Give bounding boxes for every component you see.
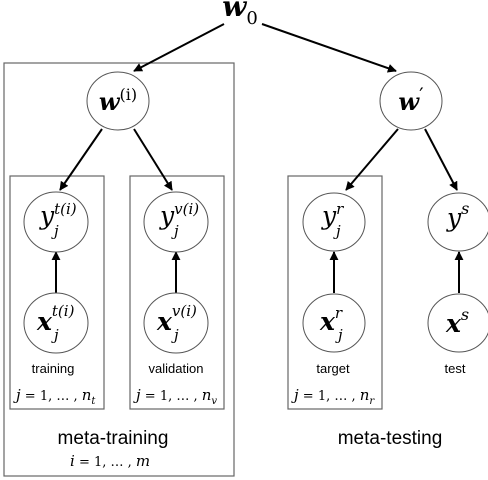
node-xt-circle (23, 292, 89, 354)
meta-testing-label: meta-testing (338, 428, 443, 449)
node-xv-label: xv(i)j (156, 302, 197, 344)
test-label: test (445, 361, 466, 376)
node-yv-label: yv(i)j (159, 200, 199, 240)
edge-w0-wp (261, 23, 397, 73)
node-xv-circle (143, 292, 209, 354)
meta-training-plate (3, 62, 235, 477)
edge-wp-ys (424, 128, 458, 191)
edge-w0-wi (133, 23, 225, 72)
edge-wi-yt (59, 128, 103, 191)
validation-label: validation (149, 361, 204, 376)
range-nr: j = 1, … , nr (291, 386, 375, 407)
target-label: target (316, 361, 350, 376)
node-yr-circle (302, 192, 366, 252)
validation-plate (129, 175, 225, 410)
node-xs-label: xs (445, 305, 469, 338)
training-label: training (32, 361, 75, 376)
node-w0-label: w0 (222, 0, 258, 29)
edge-wp-yr (345, 128, 399, 191)
node-ys-circle (427, 192, 488, 252)
training-plate (9, 175, 105, 410)
range-m: i = 1, … , m (70, 452, 150, 470)
node-xt-label: xt(i)j (36, 302, 75, 344)
range-nt: j = 1, … , nt (13, 386, 96, 407)
node-wi-circle (86, 71, 150, 131)
node-wp-label: w′ (398, 83, 424, 116)
node-yv-circle (143, 191, 209, 253)
node-yt-label: yt(i)j (39, 200, 77, 240)
meta-training-label: meta-training (58, 428, 169, 449)
target-plate (287, 175, 383, 410)
node-ys-label: ys (446, 199, 469, 232)
node-xr-circle (302, 293, 366, 353)
node-xs-circle (427, 293, 488, 353)
node-yt-circle (23, 191, 89, 253)
edge-wi-yv (133, 128, 173, 191)
range-nv: j = 1, … , nv (133, 386, 217, 407)
node-wi-label: w(i) (99, 85, 137, 116)
node-wp-circle (379, 71, 443, 131)
